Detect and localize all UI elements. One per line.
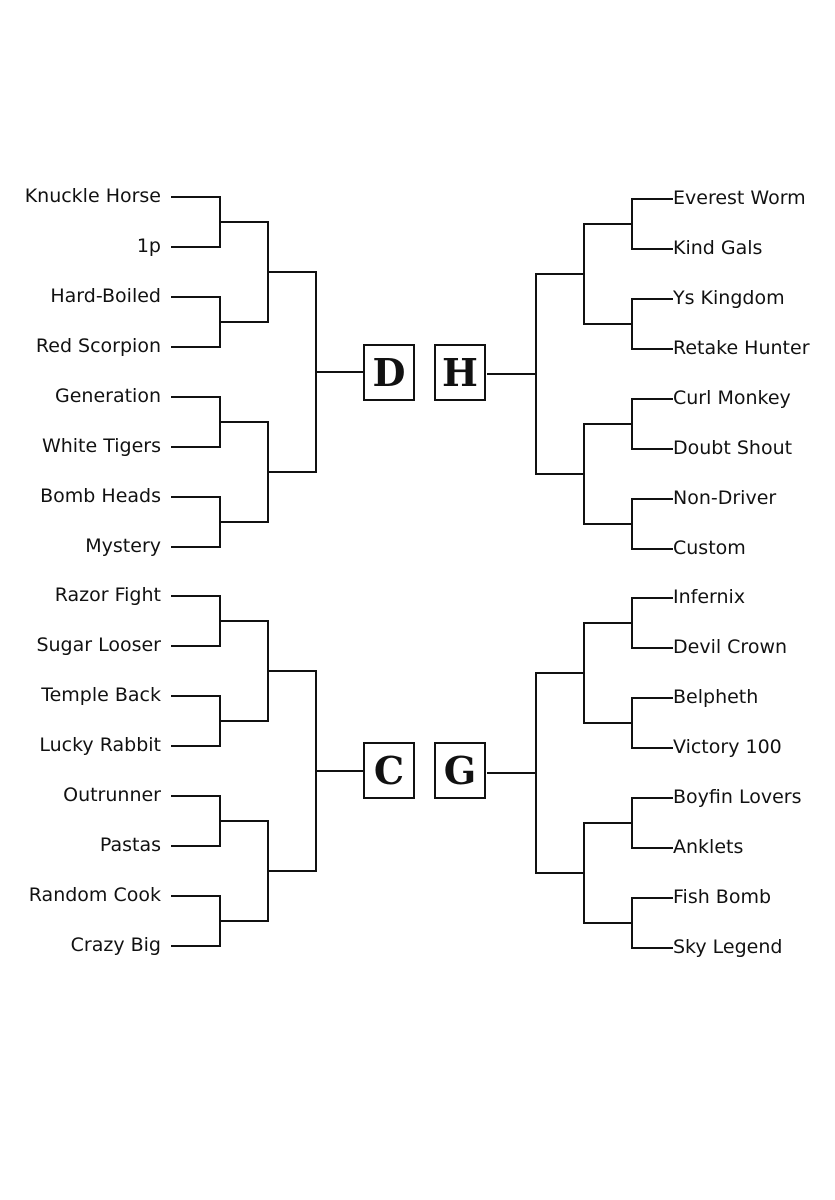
team-label: Random Cook bbox=[28, 884, 161, 906]
team-label: Ys Kingdom bbox=[673, 287, 785, 309]
team-label: Kind Gals bbox=[673, 237, 763, 259]
team-label: Retake Hunter bbox=[673, 337, 810, 359]
team-label: Curl Monkey bbox=[673, 387, 791, 409]
team-label: Mystery bbox=[85, 535, 161, 557]
team-label: Pastas bbox=[99, 834, 161, 856]
team-label: Anklets bbox=[673, 836, 744, 858]
team-label: Outrunner bbox=[63, 784, 161, 806]
team-label: Razor Fight bbox=[54, 584, 161, 606]
team-label: Temple Back bbox=[41, 684, 161, 706]
team-label: Victory 100 bbox=[673, 736, 782, 758]
team-label: Hard-Boiled bbox=[50, 285, 161, 307]
bracket-box-h: H bbox=[434, 344, 486, 401]
team-label: Fish Bomb bbox=[673, 886, 772, 908]
team-label: Infernix bbox=[673, 586, 746, 608]
team-label: 1p bbox=[136, 235, 161, 257]
team-label: Crazy Big bbox=[70, 934, 161, 956]
team-label: Sky Legend bbox=[673, 936, 783, 958]
team-label: Red Scorpion bbox=[35, 335, 161, 357]
team-label: Bomb Heads bbox=[40, 485, 161, 507]
team-label: Everest Worm bbox=[673, 187, 806, 209]
team-label: Generation bbox=[55, 385, 161, 407]
bracket-box-d: D bbox=[363, 344, 415, 401]
team-label: Custom bbox=[673, 537, 746, 559]
team-label: White Tigers bbox=[41, 435, 161, 457]
team-label: Sugar Looser bbox=[36, 634, 161, 656]
team-label: Devil Crown bbox=[673, 636, 788, 658]
bracket-box-g: G bbox=[434, 742, 486, 799]
team-label: Boyfin Lovers bbox=[673, 786, 802, 808]
bracket-box-c: C bbox=[363, 742, 415, 799]
team-label: Knuckle Horse bbox=[24, 185, 161, 207]
team-label: Non-Driver bbox=[673, 487, 777, 509]
team-label: Lucky Rabbit bbox=[39, 734, 161, 756]
team-label: Doubt Shout bbox=[673, 437, 793, 459]
team-label: Belpheth bbox=[673, 686, 759, 708]
